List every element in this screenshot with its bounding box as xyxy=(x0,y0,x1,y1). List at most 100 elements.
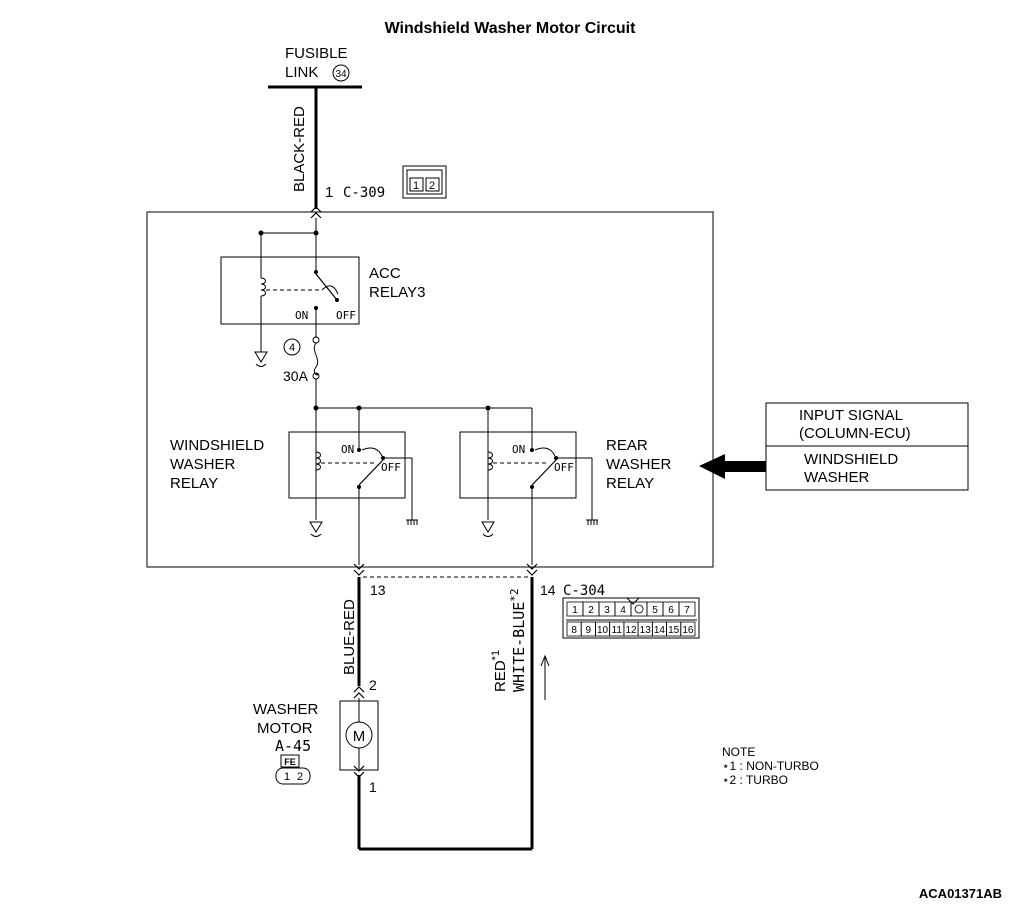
acc-relay-label-2: RELAY3 xyxy=(369,284,425,301)
rw-relay-switch-icon xyxy=(531,459,557,486)
fuse-number: 4 xyxy=(289,342,295,354)
ww-relay-chassis-ground-icon xyxy=(406,519,418,525)
c309-name: C-309 xyxy=(343,185,385,201)
fusible-link-line2: LINK xyxy=(285,64,318,81)
fusible-link: FUSIBLE LINK 34 xyxy=(268,45,362,89)
c304-pin-number: 4 xyxy=(620,605,626,616)
input-signal-line4: WASHER xyxy=(804,469,869,486)
a45-tag-frame xyxy=(280,754,300,768)
note-item-1: ⋆1 : NON-TURBO xyxy=(722,759,819,773)
ww-relay-label-2: WASHER xyxy=(170,456,235,473)
c309-icon-frame xyxy=(402,165,447,199)
acc-relay-ground-icon xyxy=(254,351,268,367)
c304-name: C-304 xyxy=(563,583,605,599)
c309-pin-label: 1 xyxy=(325,184,333,201)
rear-washer-relay: ON OFF REAR WASHER RELAY xyxy=(459,431,671,525)
rw-relay-ground-icon xyxy=(481,521,495,537)
acc-relay-label-1: ACC xyxy=(369,265,401,282)
rw-relay-label-1: REAR xyxy=(606,437,648,454)
c309-terminal-icon xyxy=(310,206,322,219)
note-item-2: ⋆2 : TURBO xyxy=(722,773,788,787)
c309-icon-pin1: 1 xyxy=(413,180,419,192)
c304-key-icon xyxy=(634,604,644,614)
rw-relay-box xyxy=(459,431,577,499)
acc-relay-on: ON xyxy=(295,309,308,322)
c304-pin-14: 14 xyxy=(540,582,556,598)
ww-relay-off: OFF xyxy=(381,461,401,474)
motor-terminal-2-icon xyxy=(353,686,365,699)
wire-label-black-red: BLACK-RED xyxy=(291,106,308,192)
fuse-icon xyxy=(313,342,319,376)
rw-relay-label-2: WASHER xyxy=(606,456,671,473)
diagram-title: Windshield Washer Motor Circuit xyxy=(385,20,637,37)
c304-pin-cell xyxy=(678,601,696,617)
a45-icon-pin1: 1 xyxy=(284,771,290,783)
ww-relay-ground-icon xyxy=(309,521,323,537)
c304-pin-number: 14 xyxy=(654,625,666,636)
c309-pin1-cell xyxy=(409,177,424,192)
rw-relay-on: ON xyxy=(512,443,525,456)
c304-terminal-14-icon xyxy=(526,563,538,576)
washer-motor: WASHER MOTOR A-45 FE 1 2 2 1 M xyxy=(253,677,379,795)
a45-tag: FE xyxy=(284,757,296,767)
motor-label-2: MOTOR xyxy=(257,720,313,737)
c304-pin-13: 13 xyxy=(370,582,386,598)
input-arrow-icon xyxy=(699,454,766,479)
c304-pin-number: 5 xyxy=(652,605,658,616)
motor-terminal-1-icon xyxy=(353,765,365,778)
c304-pin-number: 2 xyxy=(588,605,594,616)
c304-pin-number: 16 xyxy=(682,625,694,636)
c304-pin-number: 8 xyxy=(571,625,577,636)
fusible-link-number-circle xyxy=(332,64,350,82)
ww-relay-label-1: WINDSHIELD xyxy=(170,437,264,454)
acc-relay: ON OFF ACC RELAY3 xyxy=(220,233,425,352)
c304-pin-number: 3 xyxy=(604,605,610,616)
input-signal-line1: INPUT SIGNAL xyxy=(799,407,903,424)
windshield-washer-relay: ON OFF WINDSHIELD WASHER RELAY xyxy=(170,431,418,525)
current-flow-arrow-icon xyxy=(540,654,550,700)
c304-pin-number: 13 xyxy=(640,625,652,636)
c304-pin-number: 11 xyxy=(612,625,623,636)
rw-relay-coil-icon xyxy=(487,451,493,471)
c304-pin-number: 12 xyxy=(625,625,637,636)
c304-pin-number: 9 xyxy=(586,625,592,636)
input-signal-line3: WINDSHIELD xyxy=(804,451,898,468)
a45-icon-pin2: 2 xyxy=(297,771,303,783)
acc-relay-off: OFF xyxy=(336,309,356,322)
rw-relay-off: OFF xyxy=(554,461,574,474)
rw-relay-chassis-ground-icon xyxy=(586,519,598,525)
connector-c309: 1 C-309 1 2 xyxy=(325,165,447,201)
acc-relay-coil-icon xyxy=(260,277,266,297)
figure-code: ACA01371AB xyxy=(919,886,1002,901)
input-signal-box: INPUT SIGNAL (COLUMN-ECU) WINDSHIELD WAS… xyxy=(699,402,969,491)
ww-relay-switch-icon xyxy=(358,459,384,486)
fusible-link-number: 34 xyxy=(335,69,347,80)
fuse-rating: 30A xyxy=(283,368,309,384)
ww-relay-label-3: RELAY xyxy=(170,475,218,492)
wire-label-blue-red: BLUE-RED xyxy=(341,599,358,675)
a45-name: A-45 xyxy=(275,737,311,755)
note-heading: NOTE xyxy=(722,745,755,759)
acc-relay-box xyxy=(220,256,360,325)
c304-terminal-13-icon xyxy=(353,563,365,576)
motor-pin-2: 2 xyxy=(369,677,377,693)
wire-label-right: RED*1 WHITE-BLUE*2 xyxy=(490,588,528,692)
c304-pin-number: 7 xyxy=(684,605,690,616)
rw-relay-label-3: RELAY xyxy=(606,475,654,492)
wire-label-red: RED*1 xyxy=(490,650,509,692)
wire-label-white-blue: WHITE-BLUE*2 xyxy=(508,588,528,692)
c304-pin-number: 10 xyxy=(597,625,609,636)
motor-symbol: M xyxy=(353,728,366,745)
fuse-4: 4 30A xyxy=(283,308,320,408)
c309-icon-pin2: 2 xyxy=(429,180,435,192)
ww-relay-on: ON xyxy=(341,443,354,456)
ww-relay-coil-icon xyxy=(315,451,321,471)
ww-relay-box xyxy=(288,431,406,499)
c304-pin-number: 15 xyxy=(668,625,680,636)
column-ecu-box xyxy=(146,211,714,568)
motor-pin-1: 1 xyxy=(369,779,377,795)
c304-pin-cell xyxy=(680,621,696,637)
c304-pin-number: 6 xyxy=(668,605,674,616)
input-signal-line2: (COLUMN-ECU) xyxy=(799,425,911,442)
c309-icon-body xyxy=(406,169,443,195)
